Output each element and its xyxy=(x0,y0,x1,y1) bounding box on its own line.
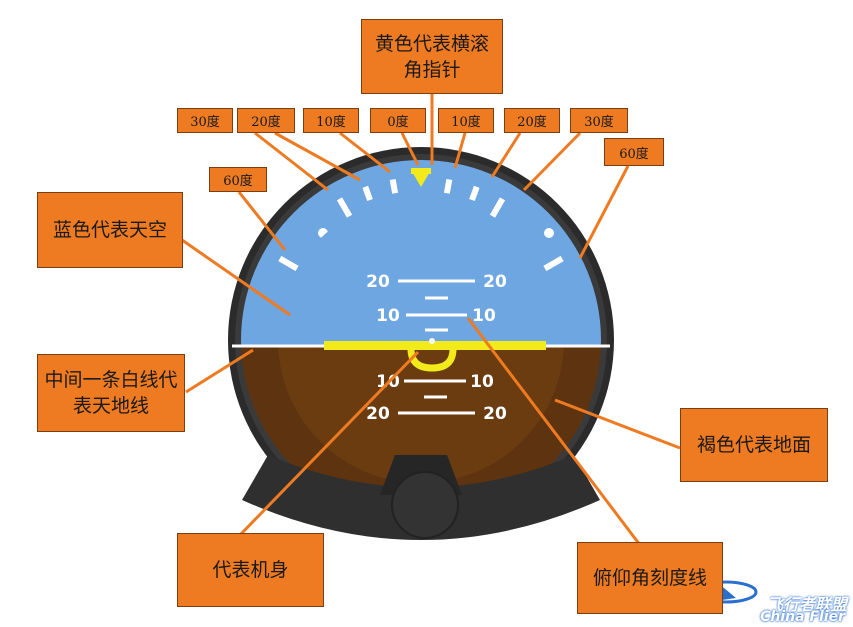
roll-tick-right-10 xyxy=(443,178,453,194)
roll-tick-left-60 xyxy=(278,255,299,272)
label-sky: 蓝色代表天空 xyxy=(37,192,183,268)
roll-tick-left-30 xyxy=(336,197,354,220)
watermark: 飞行者联盟 xyxy=(767,583,847,623)
aircraft-center-dot xyxy=(429,338,435,344)
leader-lines xyxy=(181,92,681,546)
watermark-en: China Flier xyxy=(760,609,845,625)
roll-tick-right-30 xyxy=(488,197,506,220)
pitch-label-down-20-right: 20 xyxy=(483,404,507,424)
pitch-label-up-20-right: 20 xyxy=(483,272,507,292)
roll-pointer-base xyxy=(411,168,431,174)
pitch-label-up-20-left: 20 xyxy=(366,272,390,292)
pitch-label-down-20-left: 20 xyxy=(366,404,390,424)
label-roll-10-left: 10度 xyxy=(303,108,359,133)
adjust-knob xyxy=(391,471,459,539)
label-roll-zero: 0度 xyxy=(370,108,426,133)
label-roll-20-left: 20度 xyxy=(237,108,295,133)
roll-tick-right-60 xyxy=(543,255,564,272)
label-roll-30-right: 30度 xyxy=(570,108,628,133)
label-aircraft: 代表机身 xyxy=(177,533,324,607)
roll-pointer xyxy=(411,170,431,187)
label-roll-10-right: 10度 xyxy=(438,108,494,133)
watermark-en-wrap: China Flier xyxy=(760,606,845,625)
roll-tick-marks xyxy=(278,178,564,272)
roll-45-right-dot xyxy=(544,228,554,238)
pitch-label-up-10-right: 10 xyxy=(472,306,496,326)
roll-tick-left-10 xyxy=(389,178,399,194)
roll-tick-left-20 xyxy=(362,185,373,202)
pitch-label-down-10-right: 10 xyxy=(470,372,494,392)
pitch-label-up-10-left: 10 xyxy=(376,306,400,326)
label-ground: 褐色代表地面 xyxy=(680,408,828,482)
label-roll-pointer: 黄色代表横滚角指针 xyxy=(361,19,503,94)
aircraft-wings xyxy=(324,341,546,350)
label-horizon: 中间一条白线代表天地线 xyxy=(37,354,185,432)
watermark-cn: 飞行者联盟 xyxy=(766,595,847,614)
label-pitch-lines: 俯仰角刻度线 xyxy=(577,542,723,614)
label-roll-60-right: 60度 xyxy=(604,138,664,166)
roll-tick-right-20 xyxy=(469,185,480,202)
label-roll-20-right: 20度 xyxy=(504,108,560,133)
label-roll-60-left: 60度 xyxy=(209,167,267,192)
label-roll-30-left: 30度 xyxy=(177,108,233,133)
